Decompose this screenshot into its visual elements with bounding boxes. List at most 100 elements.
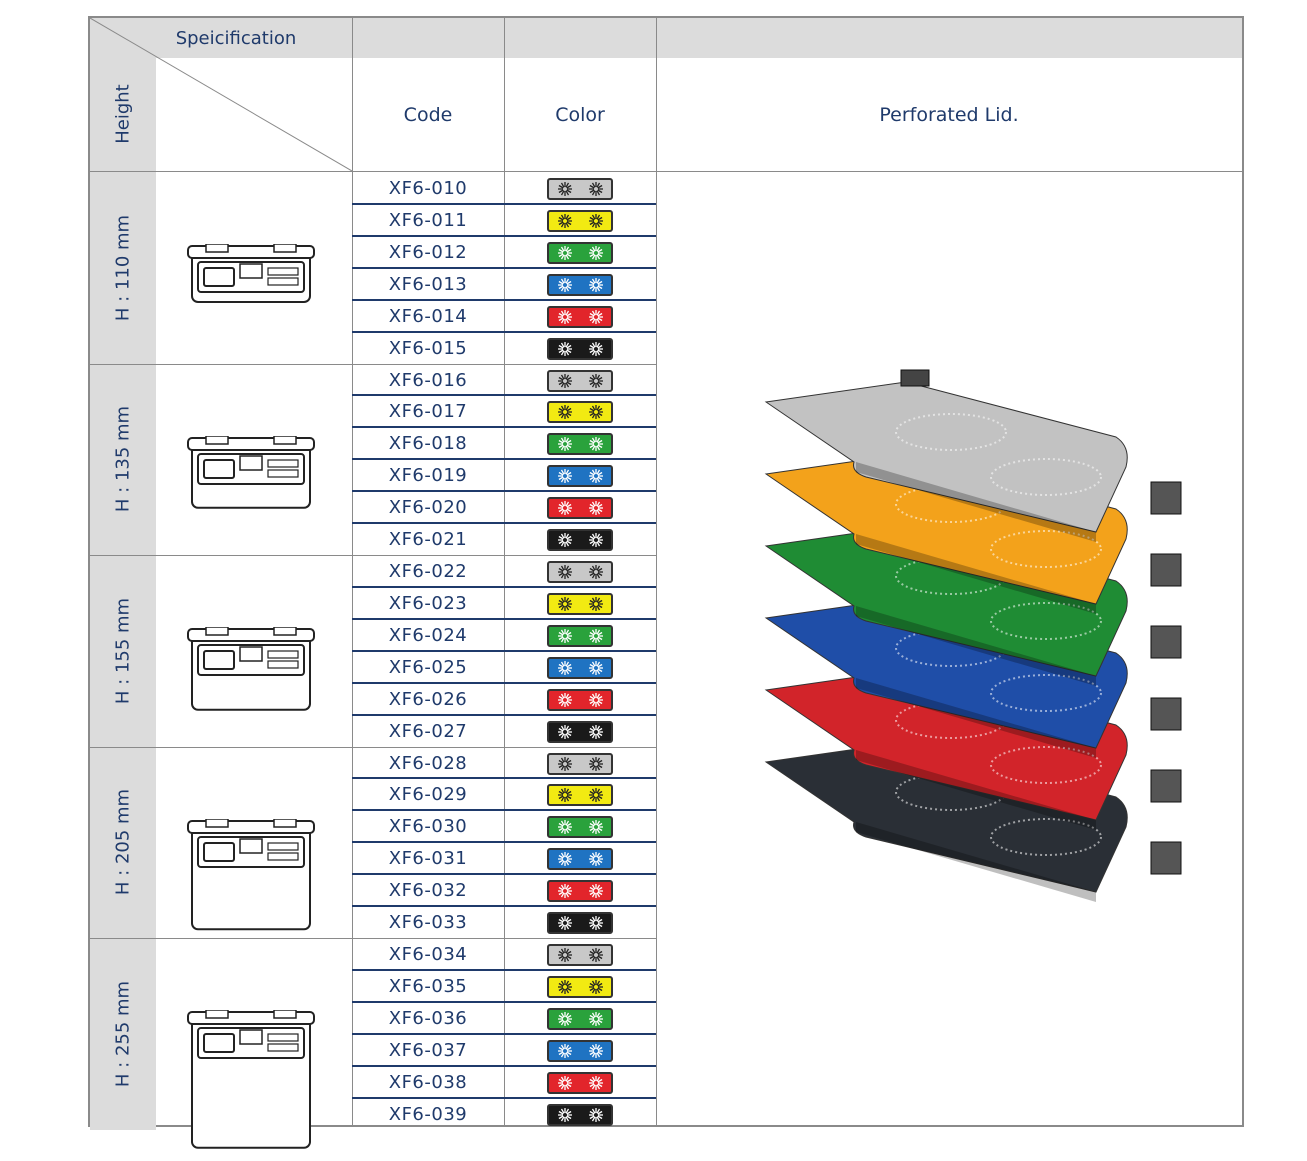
row-divider	[352, 713, 656, 716]
color-swatch-black	[547, 720, 613, 743]
col-divider	[656, 18, 657, 1125]
container-image	[186, 243, 316, 308]
height-header-cell	[90, 58, 156, 171]
color-swatch-green	[547, 1007, 613, 1030]
row-divider	[352, 1064, 656, 1067]
color-swatch-blue	[547, 656, 613, 679]
color-swatch-silver	[547, 178, 613, 200]
product-code: XF6-013	[388, 273, 468, 295]
row-divider	[352, 585, 656, 588]
product-code: XF6-021	[388, 529, 468, 551]
row-divider	[352, 1000, 656, 1003]
color-swatch-silver	[547, 944, 613, 966]
product-code: XF6-031	[388, 848, 468, 870]
color-header-label: Color	[555, 103, 605, 126]
perforated-lid-stack-image	[764, 369, 1182, 902]
product-code: XF6-018	[388, 433, 468, 455]
color-swatch-silver	[547, 752, 613, 775]
container-image	[186, 817, 316, 935]
product-code: XF6-030	[388, 816, 468, 838]
color-swatch-yellow	[547, 401, 613, 424]
color-swatch-green	[547, 624, 613, 647]
lid-header-label: Perforated Lid.	[879, 103, 1019, 126]
product-code: XF6-025	[388, 656, 468, 678]
row-divider	[352, 968, 656, 971]
color-swatch-red	[547, 1071, 613, 1094]
lid-layer	[764, 369, 1182, 542]
color-swatch-red	[547, 880, 613, 903]
row-divider	[352, 649, 656, 652]
container-icon	[187, 1009, 315, 1149]
row-divider	[352, 202, 656, 205]
color-swatch-black	[547, 529, 613, 552]
container-icon	[187, 434, 315, 509]
row-divider	[352, 1032, 656, 1035]
color-swatch-red	[547, 305, 613, 328]
product-code: XF6-029	[388, 784, 468, 806]
color-swatch-black	[547, 912, 613, 935]
row-divider	[352, 298, 656, 301]
height-label: H : 135 mm	[112, 406, 134, 513]
product-code: XF6-019	[388, 465, 468, 487]
container-icon	[187, 817, 315, 930]
product-code: XF6-028	[388, 752, 468, 774]
product-code: XF6-011	[388, 209, 468, 231]
color-swatch-green	[547, 816, 613, 839]
product-code: XF6-023	[388, 592, 468, 614]
row-divider	[352, 905, 656, 908]
color-swatch-blue	[547, 465, 613, 488]
color-swatch-green	[547, 433, 613, 456]
product-code: XF6-034	[388, 944, 468, 965]
height-cell	[90, 746, 156, 938]
height-label: H : 255 mm	[112, 980, 134, 1087]
product-code: XF6-014	[388, 305, 468, 327]
product-code: XF6-026	[388, 688, 468, 710]
color-swatch-green	[547, 241, 613, 264]
product-code: XF6-015	[388, 337, 468, 359]
col-divider	[504, 18, 505, 1125]
row-divider	[352, 394, 656, 397]
color-swatch-black	[547, 337, 613, 360]
row-divider	[352, 809, 656, 812]
row-divider	[352, 426, 656, 429]
product-spec-table: Speicification Height Code Color Perfora…	[88, 16, 1244, 1149]
container-icon	[187, 626, 315, 711]
height-label: H : 110 mm	[112, 214, 134, 321]
container-image	[186, 626, 316, 716]
container-image	[186, 1009, 316, 1154]
container-icon	[187, 243, 315, 303]
height-header-label: Height	[112, 84, 134, 144]
color-swatch-silver	[547, 561, 613, 583]
row-divider	[352, 458, 656, 461]
color-swatch-black	[547, 1103, 613, 1126]
product-code: XF6-020	[388, 497, 468, 519]
height-cell	[90, 555, 156, 747]
height-label: H : 155 mm	[112, 597, 134, 704]
col-divider	[352, 18, 353, 1125]
height-cell	[90, 172, 156, 364]
group-divider	[90, 746, 656, 748]
diagonal-divider	[90, 18, 352, 171]
product-code: XF6-036	[388, 1007, 468, 1029]
product-code: XF6-033	[388, 912, 468, 934]
row-divider	[352, 490, 656, 493]
row-divider	[352, 330, 656, 333]
header-bottom-line	[90, 171, 1242, 172]
color-swatch-blue	[547, 1039, 613, 1062]
color-swatch-yellow	[547, 592, 613, 615]
code-header-label: Code	[403, 103, 453, 126]
row-divider	[352, 873, 656, 876]
group-divider	[90, 555, 656, 556]
row-divider	[352, 681, 656, 684]
product-code: XF6-012	[388, 241, 468, 263]
product-code: XF6-017	[388, 401, 468, 423]
product-code: XF6-016	[388, 369, 468, 391]
product-code: XF6-010	[388, 178, 468, 199]
product-code: XF6-027	[388, 720, 468, 742]
product-code: XF6-037	[388, 1039, 468, 1061]
row-divider	[352, 234, 656, 237]
height-cell	[90, 938, 156, 1130]
row-divider	[352, 617, 656, 620]
color-swatch-blue	[547, 273, 613, 296]
color-swatch-silver	[547, 369, 613, 392]
